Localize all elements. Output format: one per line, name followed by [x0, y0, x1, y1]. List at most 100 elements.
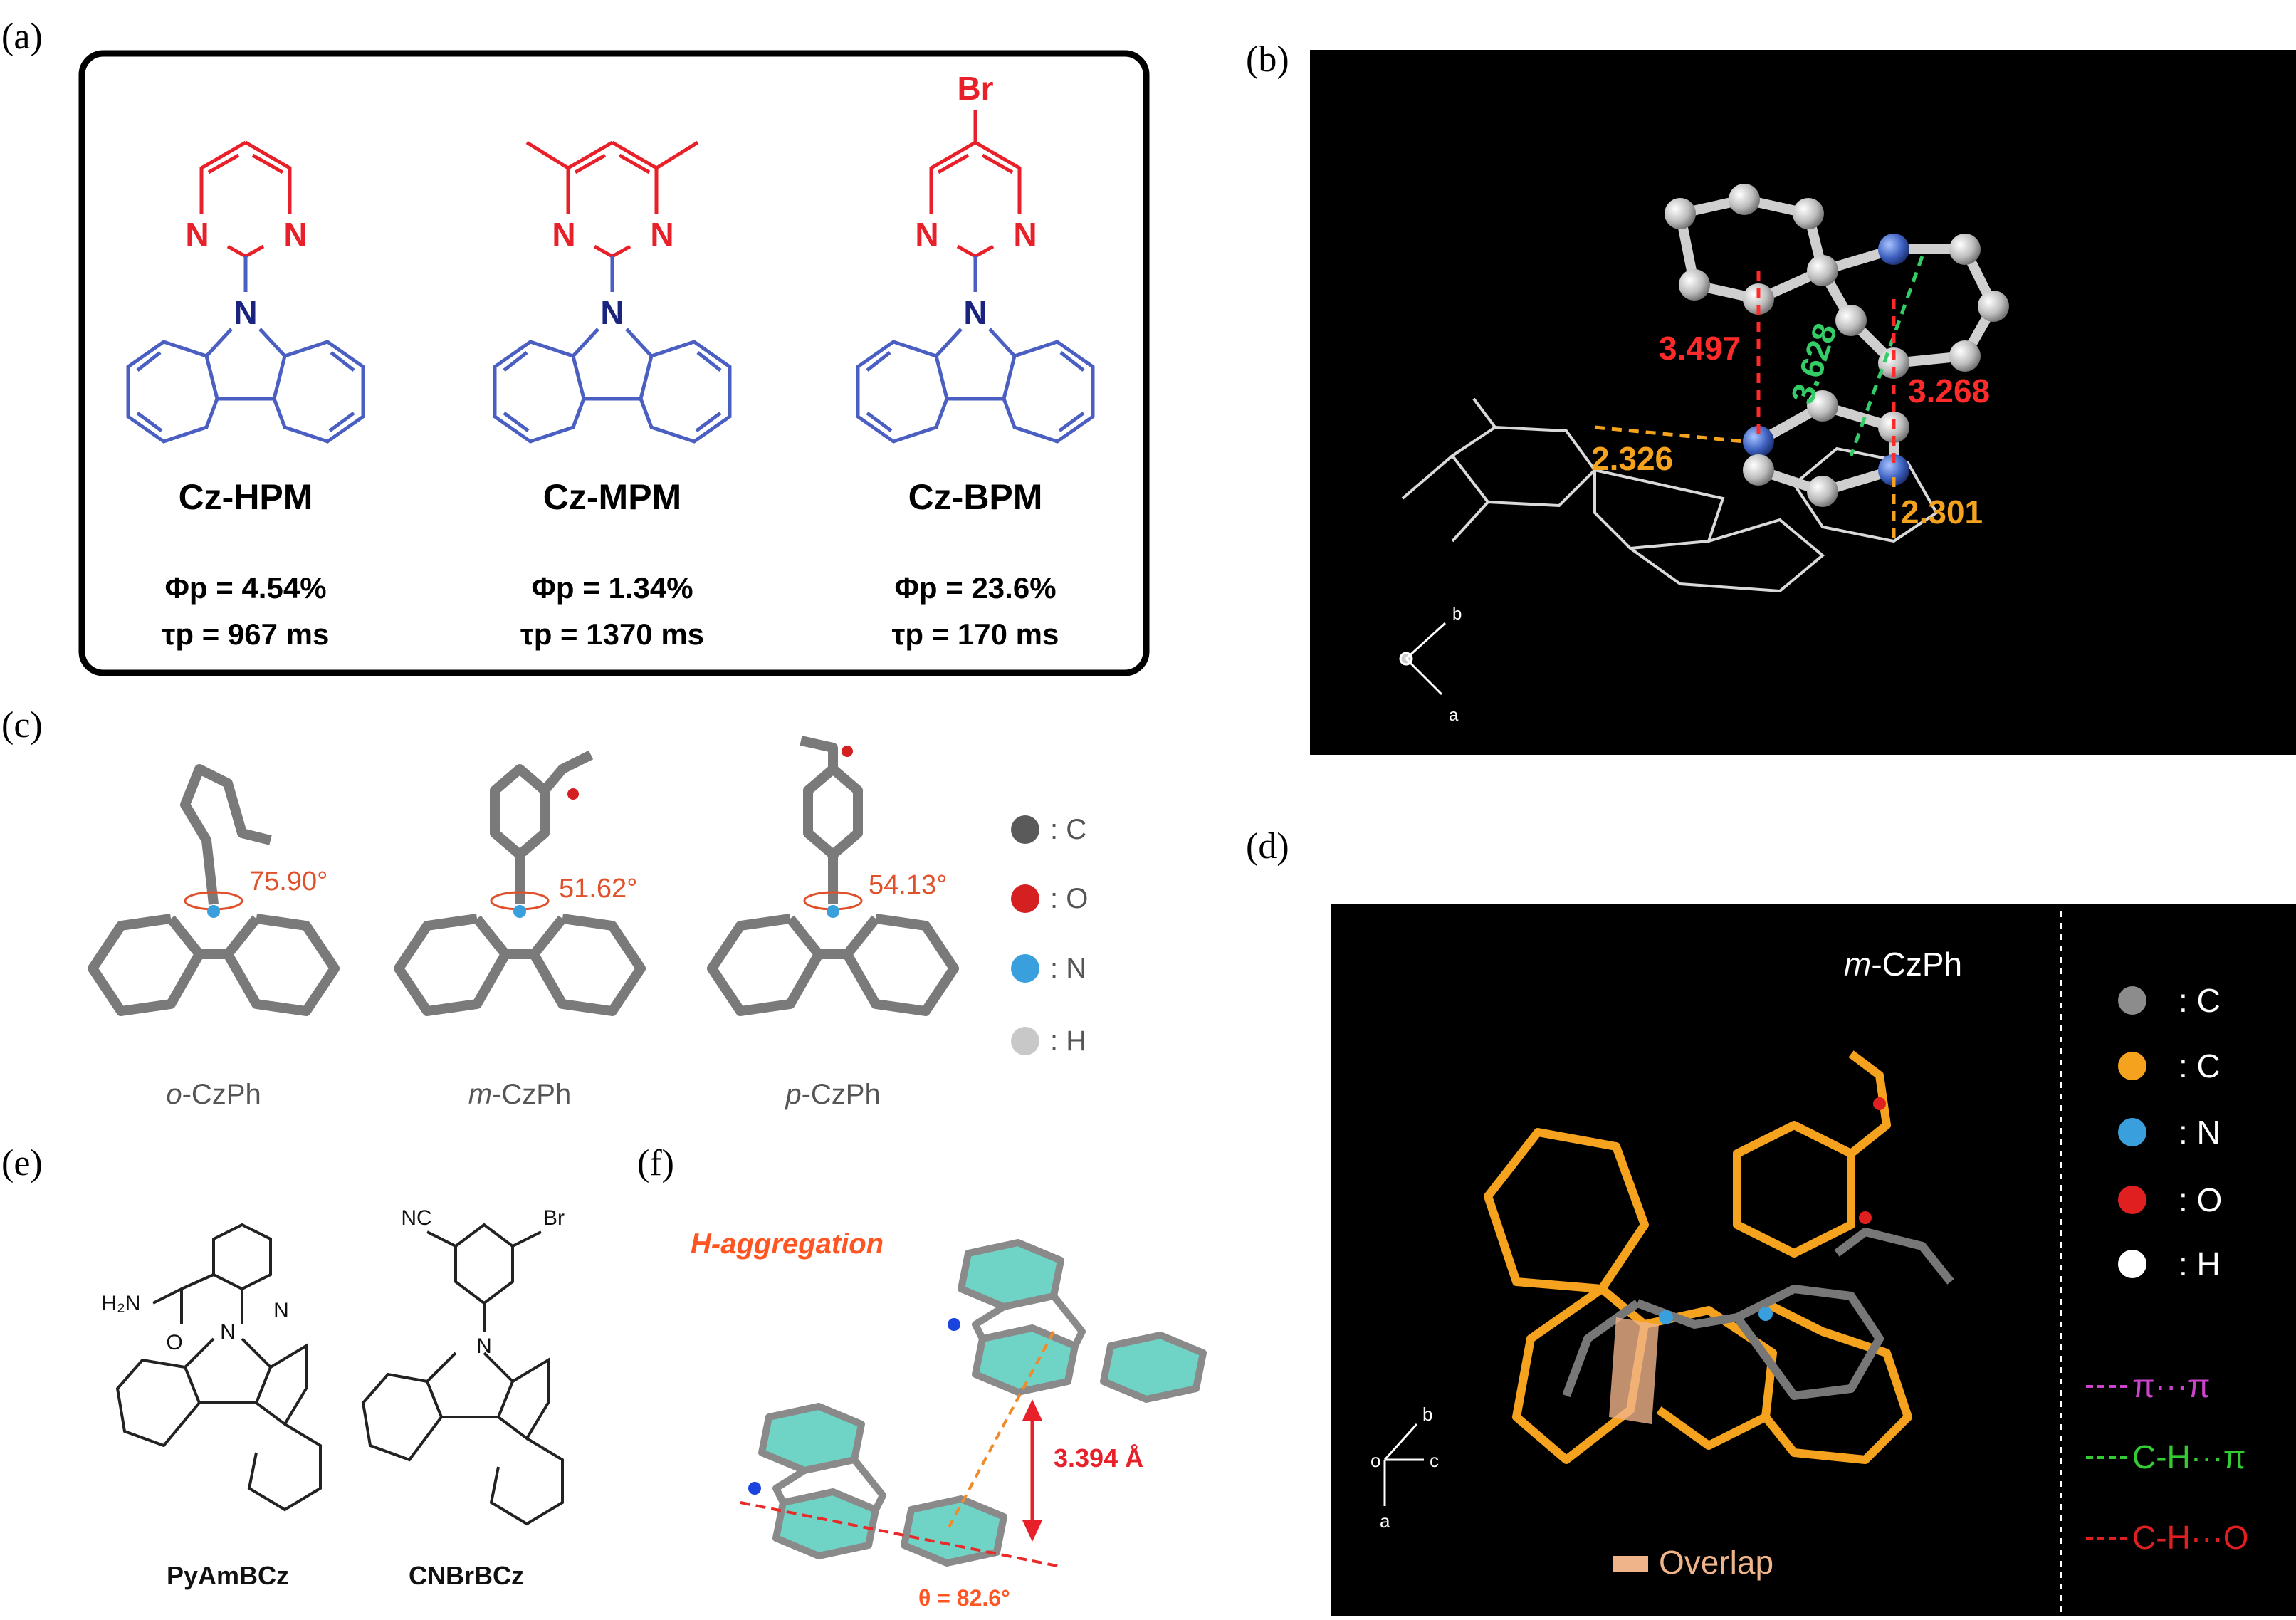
overlap-swatch	[1613, 1556, 1648, 1572]
stacking-distance-arrow	[1022, 1399, 1042, 1542]
legend-label: : N	[2179, 1114, 2221, 1151]
molecule-name: PyAmBCz	[167, 1561, 289, 1590]
panel-c: (c) 75.90° o-CzPh	[1, 705, 1088, 1110]
legend-label: : C	[2179, 1047, 2221, 1085]
axis-b-label: b	[1422, 1404, 1432, 1425]
pyrimidine-n-left: N	[915, 216, 938, 253]
compound-cz-hpm: N N N Cz-HPM Φp = 4.54% τp = 967 ms	[126, 140, 365, 651]
pyrimidine-ring	[929, 110, 1022, 258]
pyrimidine-n-right: N	[650, 216, 673, 253]
pyridine-n: N	[273, 1299, 289, 1322]
axis-o-label: o	[1370, 1450, 1380, 1471]
carbazole-core	[493, 328, 732, 444]
atom-legend: : C : O : N : H	[1011, 814, 1088, 1057]
overlap-label: Overlap	[1659, 1544, 1773, 1581]
torsion-angle: 51.62°	[559, 874, 637, 904]
panel-d-title: m-CzPh	[1844, 946, 1962, 983]
torsion-angle: 54.13°	[869, 870, 947, 900]
panel-d: (d) m-CzPh : C : C	[1246, 826, 2296, 1616]
legend-label: : N	[1050, 953, 1086, 984]
tau-p: τp = 1370 ms	[520, 617, 704, 651]
compound-name: Cz-BPM	[908, 477, 1043, 517]
interaction-label: C-H···π	[2132, 1438, 2245, 1475]
compound-cz-bpm: Br N N N Cz-BPM Φp = 23.6% τp = 170 ms	[856, 70, 1095, 651]
carbazole-core	[856, 328, 1095, 444]
stacking-distance: 3.394 Å	[1054, 1443, 1143, 1473]
panel-a-label: (a)	[1, 16, 43, 57]
pyrimidine-n-right: N	[283, 216, 307, 253]
legend-label: : O	[2179, 1181, 2222, 1218]
panel-b-label: (b)	[1246, 39, 1289, 80]
compound-name: Cz-MPM	[543, 477, 681, 517]
panel-a: (a) N N N Cz-HPM Φp = 4.54% τp = 967 ms	[1, 16, 1150, 676]
lower-stacked-molecule	[758, 1403, 1007, 1567]
axis-b-label: b	[1452, 605, 1462, 624]
panel-b: (b)	[1246, 39, 2296, 755]
interaction-lines	[1594, 256, 1924, 545]
panel-a-frame	[78, 50, 1150, 676]
molecule-name: CNBrBCz	[409, 1561, 524, 1590]
axis-triad	[1383, 1423, 1424, 1506]
pyrimidine-n-left: N	[185, 216, 209, 253]
panel-b-background	[1310, 50, 2296, 755]
interaction-label: C-H···O	[2132, 1519, 2249, 1556]
panel-f: (f) H-aggregation 3.394 Å θ = 82.6°	[637, 1143, 1207, 1611]
tau-p: τp = 170 ms	[892, 617, 1059, 651]
pyrimidine-n-right: N	[1013, 216, 1037, 253]
bromine-substituent: Br	[957, 70, 993, 107]
legend-label: : H	[1050, 1025, 1086, 1057]
phi-p: Φp = 23.6%	[894, 571, 1056, 605]
molecule-cnbrbcz	[361, 1223, 564, 1526]
pyrimidine-n-left: N	[552, 216, 575, 253]
panel-c-label: (c)	[1, 705, 43, 746]
compound-name: Cz-HPM	[179, 477, 313, 517]
carbazole-n: N	[220, 1320, 236, 1344]
molecule-o-czph: 75.90° o-CzPh	[88, 764, 340, 1110]
torsion-angle: 75.90°	[249, 867, 327, 897]
nitrile-group: NC	[401, 1206, 431, 1230]
carbazole-n: N	[234, 294, 257, 331]
legend-label: : C	[2179, 982, 2221, 1019]
phi-p: Φp = 4.54%	[164, 571, 326, 605]
molecule-m-czph: 51.62° m-CzPh	[394, 750, 646, 1110]
carbonyl-oxygen: O	[166, 1331, 182, 1354]
legend-label: : C	[1050, 814, 1086, 845]
interaction-label: π···π	[2132, 1367, 2210, 1404]
molecule-pyambcz	[115, 1223, 322, 1512]
h-aggregation-title: H-aggregation	[691, 1228, 884, 1260]
panel-f-label: (f)	[637, 1143, 674, 1183]
atom-legend: : C : C : N : O : H	[2118, 982, 2222, 1282]
upper-molecule-atoms	[1665, 184, 2009, 507]
overlap-region	[1609, 1317, 1659, 1424]
pyrimidine-ring	[525, 140, 699, 258]
distance-label: 2.301	[1901, 493, 1983, 531]
molecule-name: p-CzPh	[785, 1079, 880, 1110]
carbazole-n: N	[963, 294, 987, 331]
bromine-atom: Br	[543, 1206, 565, 1230]
panel-d-background	[1331, 904, 2296, 1616]
phi-p: Φp = 1.34%	[531, 571, 693, 605]
upper-stacked-molecule	[958, 1239, 1207, 1403]
lower-molecule-wireframe	[1401, 397, 1939, 593]
nitrogen-atoms	[1659, 1307, 1773, 1324]
legend-label: : H	[2179, 1245, 2221, 1282]
interaction-legend: π···π C-H···π C-H···O	[2086, 1367, 2249, 1556]
axis-c-label: c	[1430, 1450, 1439, 1471]
tau-p: τp = 967 ms	[162, 617, 330, 651]
panel-e: (e) H₂N O N N PyAmBCz NC Br N CNBrBCz	[1, 1143, 565, 1590]
pyrimidine-ring	[199, 140, 292, 258]
distance-label: 2.326	[1591, 440, 1673, 477]
axis-triad	[1399, 622, 1447, 696]
distance-label: 3.497	[1659, 330, 1741, 367]
molecule-p-czph: 54.13° p-CzPh	[707, 736, 959, 1110]
axis-a-label: a	[1380, 1510, 1390, 1532]
carbazole-core	[126, 328, 365, 444]
molecule-name: o-CzPh	[166, 1079, 261, 1110]
molecule-name: m-CzPh	[468, 1079, 571, 1110]
compound-cz-mpm: N N N Cz-MPM Φp = 1.34% τp = 1370 ms	[493, 140, 732, 651]
carbazole-n: N	[476, 1334, 492, 1358]
legend-label: : O	[1050, 883, 1088, 914]
panel-d-label: (d)	[1246, 826, 1289, 867]
panel-e-label: (e)	[1, 1143, 43, 1183]
